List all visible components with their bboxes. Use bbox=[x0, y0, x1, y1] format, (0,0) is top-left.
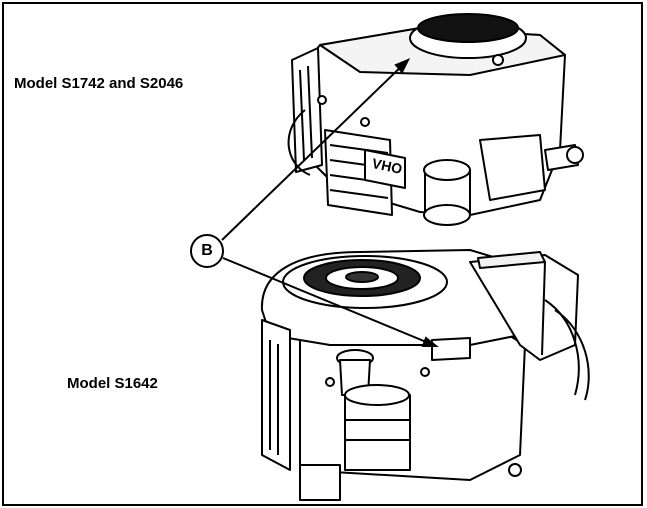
model-label-top: Model S1742 and S2046 bbox=[14, 75, 184, 92]
model-label-bottom: Model S1642 bbox=[67, 375, 158, 392]
callout-leaders bbox=[221, 58, 439, 347]
top-engine bbox=[287, 13, 584, 226]
callout-b: B bbox=[190, 234, 224, 268]
bottom-engine bbox=[260, 249, 590, 501]
